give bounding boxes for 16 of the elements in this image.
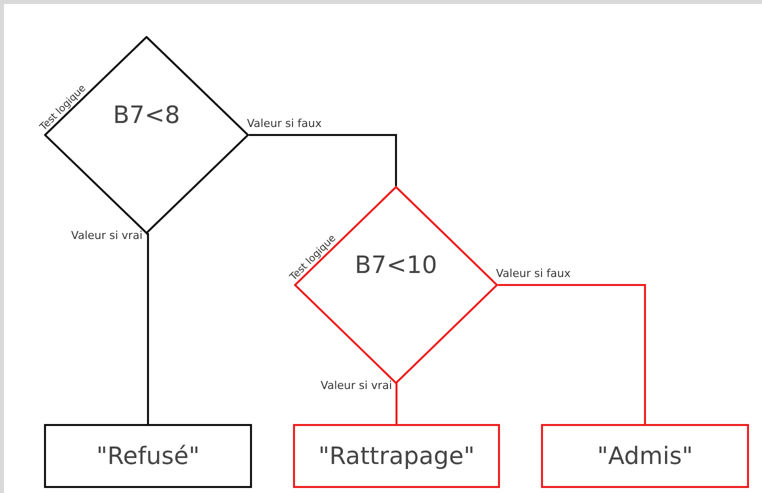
result-box [541,424,749,488]
result-text: "Refusé" [96,441,200,472]
result-text: "Rattrapage" [318,441,475,472]
result-box [44,424,252,488]
edge-label: Valeur si vrai [70,230,142,241]
result-box [293,424,500,488]
connector-line [249,134,397,186]
condition-text: B7<10 [354,250,438,281]
edge-label: Valeur si faux [247,118,322,129]
edge-label: Valeur si faux [496,268,571,279]
condition-text: B7<8 [112,100,180,131]
connector-line [395,383,398,424]
edge-label: Valeur si vrai [320,380,392,391]
connector-line [498,284,646,424]
result-text: "Admis" [597,441,693,472]
connector-line [146,233,149,424]
